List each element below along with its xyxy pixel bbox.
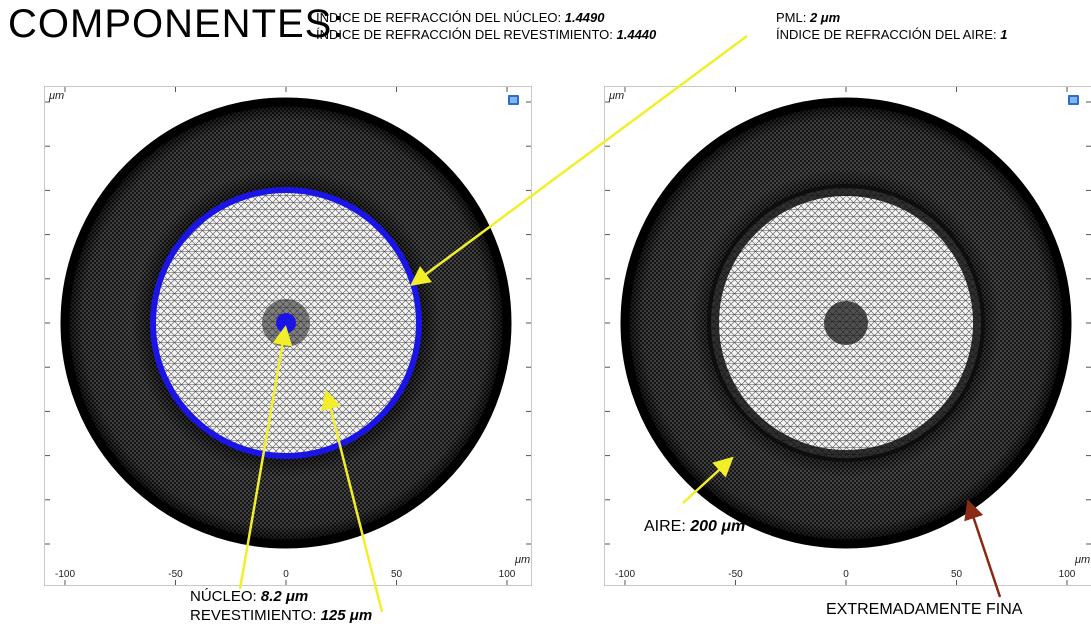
core-annotation-value: 8.2 μm: [260, 588, 309, 605]
core-annotation: NÚCLEO: 8.2 μm: [190, 588, 308, 605]
x-tick-label: 100: [1059, 569, 1076, 580]
mesh-annotation: EXTREMADAMENTE FINA: [826, 601, 1023, 618]
graphics-toolbar-icon[interactable]: [508, 95, 519, 105]
x-tick-label: 50: [951, 569, 963, 580]
cladding-annotation-value: 125 μm: [320, 607, 373, 624]
cladding-index-value: 1.4440: [616, 27, 657, 42]
core-region: [824, 301, 868, 345]
x-tick-label: 0: [843, 569, 849, 580]
core-highlight: [276, 313, 296, 333]
air-index-value: 1: [1000, 27, 1008, 42]
x-tick-label: -100: [615, 569, 635, 580]
air-annotation-label: AIRE:: [644, 518, 686, 535]
x-tick-label: 100: [499, 569, 516, 580]
cladding-index-label: ÍNDICE DE REFRACCIÓN DEL REVESTIMIENTO:: [316, 27, 613, 42]
cladding-annotation-label: REVESTIMIENTO:: [190, 607, 317, 624]
air-index-label: ÍNDICE DE REFRACCIÓN DEL AIRE:: [776, 27, 997, 42]
x-tick-label: -50: [728, 569, 743, 580]
components-title: COMPONENTES:: [8, 2, 345, 46]
x-tick-label: -50: [168, 569, 183, 580]
y-unit-label: μm: [48, 90, 64, 102]
air-annotation-value: 200 μm: [690, 518, 746, 535]
cladding-boundary: [707, 184, 985, 462]
pml-value: 2 μm: [809, 10, 841, 25]
right-mesh-plot: 100806040200-20-40-60-80-100-100-5005010…: [582, 86, 1091, 586]
cladding-annotation: REVESTIMIENTO: 125 μm: [190, 607, 372, 624]
x-unit-label: μm: [514, 554, 530, 566]
air-annotation: AIRE: 200 μm: [644, 518, 745, 536]
x-unit-label: μm: [1074, 554, 1090, 566]
x-tick-label: 0: [283, 569, 289, 580]
core-annotation-label: NÚCLEO:: [190, 588, 257, 605]
core-index-value: 1.4490: [564, 10, 605, 25]
y-unit-label: μm: [608, 90, 624, 102]
air-index-line: ÍNDICE DE REFRACCIÓN DEL AIRE: 1: [776, 27, 1007, 43]
x-tick-label: -100: [55, 569, 75, 580]
right-mesh-svg: 100806040200-20-40-60-80-100-100-5005010…: [582, 87, 1091, 585]
core-index-line: ÍNDICE DE REFRACCIÓN DEL NÚCLEO: 1.4490: [316, 10, 605, 26]
pml-ring: [620, 97, 1072, 549]
x-tick-label: 50: [391, 569, 403, 580]
graphics-toolbar-icon[interactable]: [1068, 95, 1079, 105]
left-mesh-plot: 100806040200-20-40-60-80-100-100-5005010…: [22, 86, 532, 586]
cladding-index-line: ÍNDICE DE REFRACCIÓN DEL REVESTIMIENTO: …: [316, 27, 656, 43]
left-mesh-svg: 100806040200-20-40-60-80-100-100-5005010…: [22, 87, 531, 585]
core-index-label: ÍNDICE DE REFRACCIÓN DEL NÚCLEO:: [316, 10, 562, 25]
pml-line: PML: 2 μm: [776, 10, 840, 26]
pml-label: PML:: [776, 10, 807, 25]
